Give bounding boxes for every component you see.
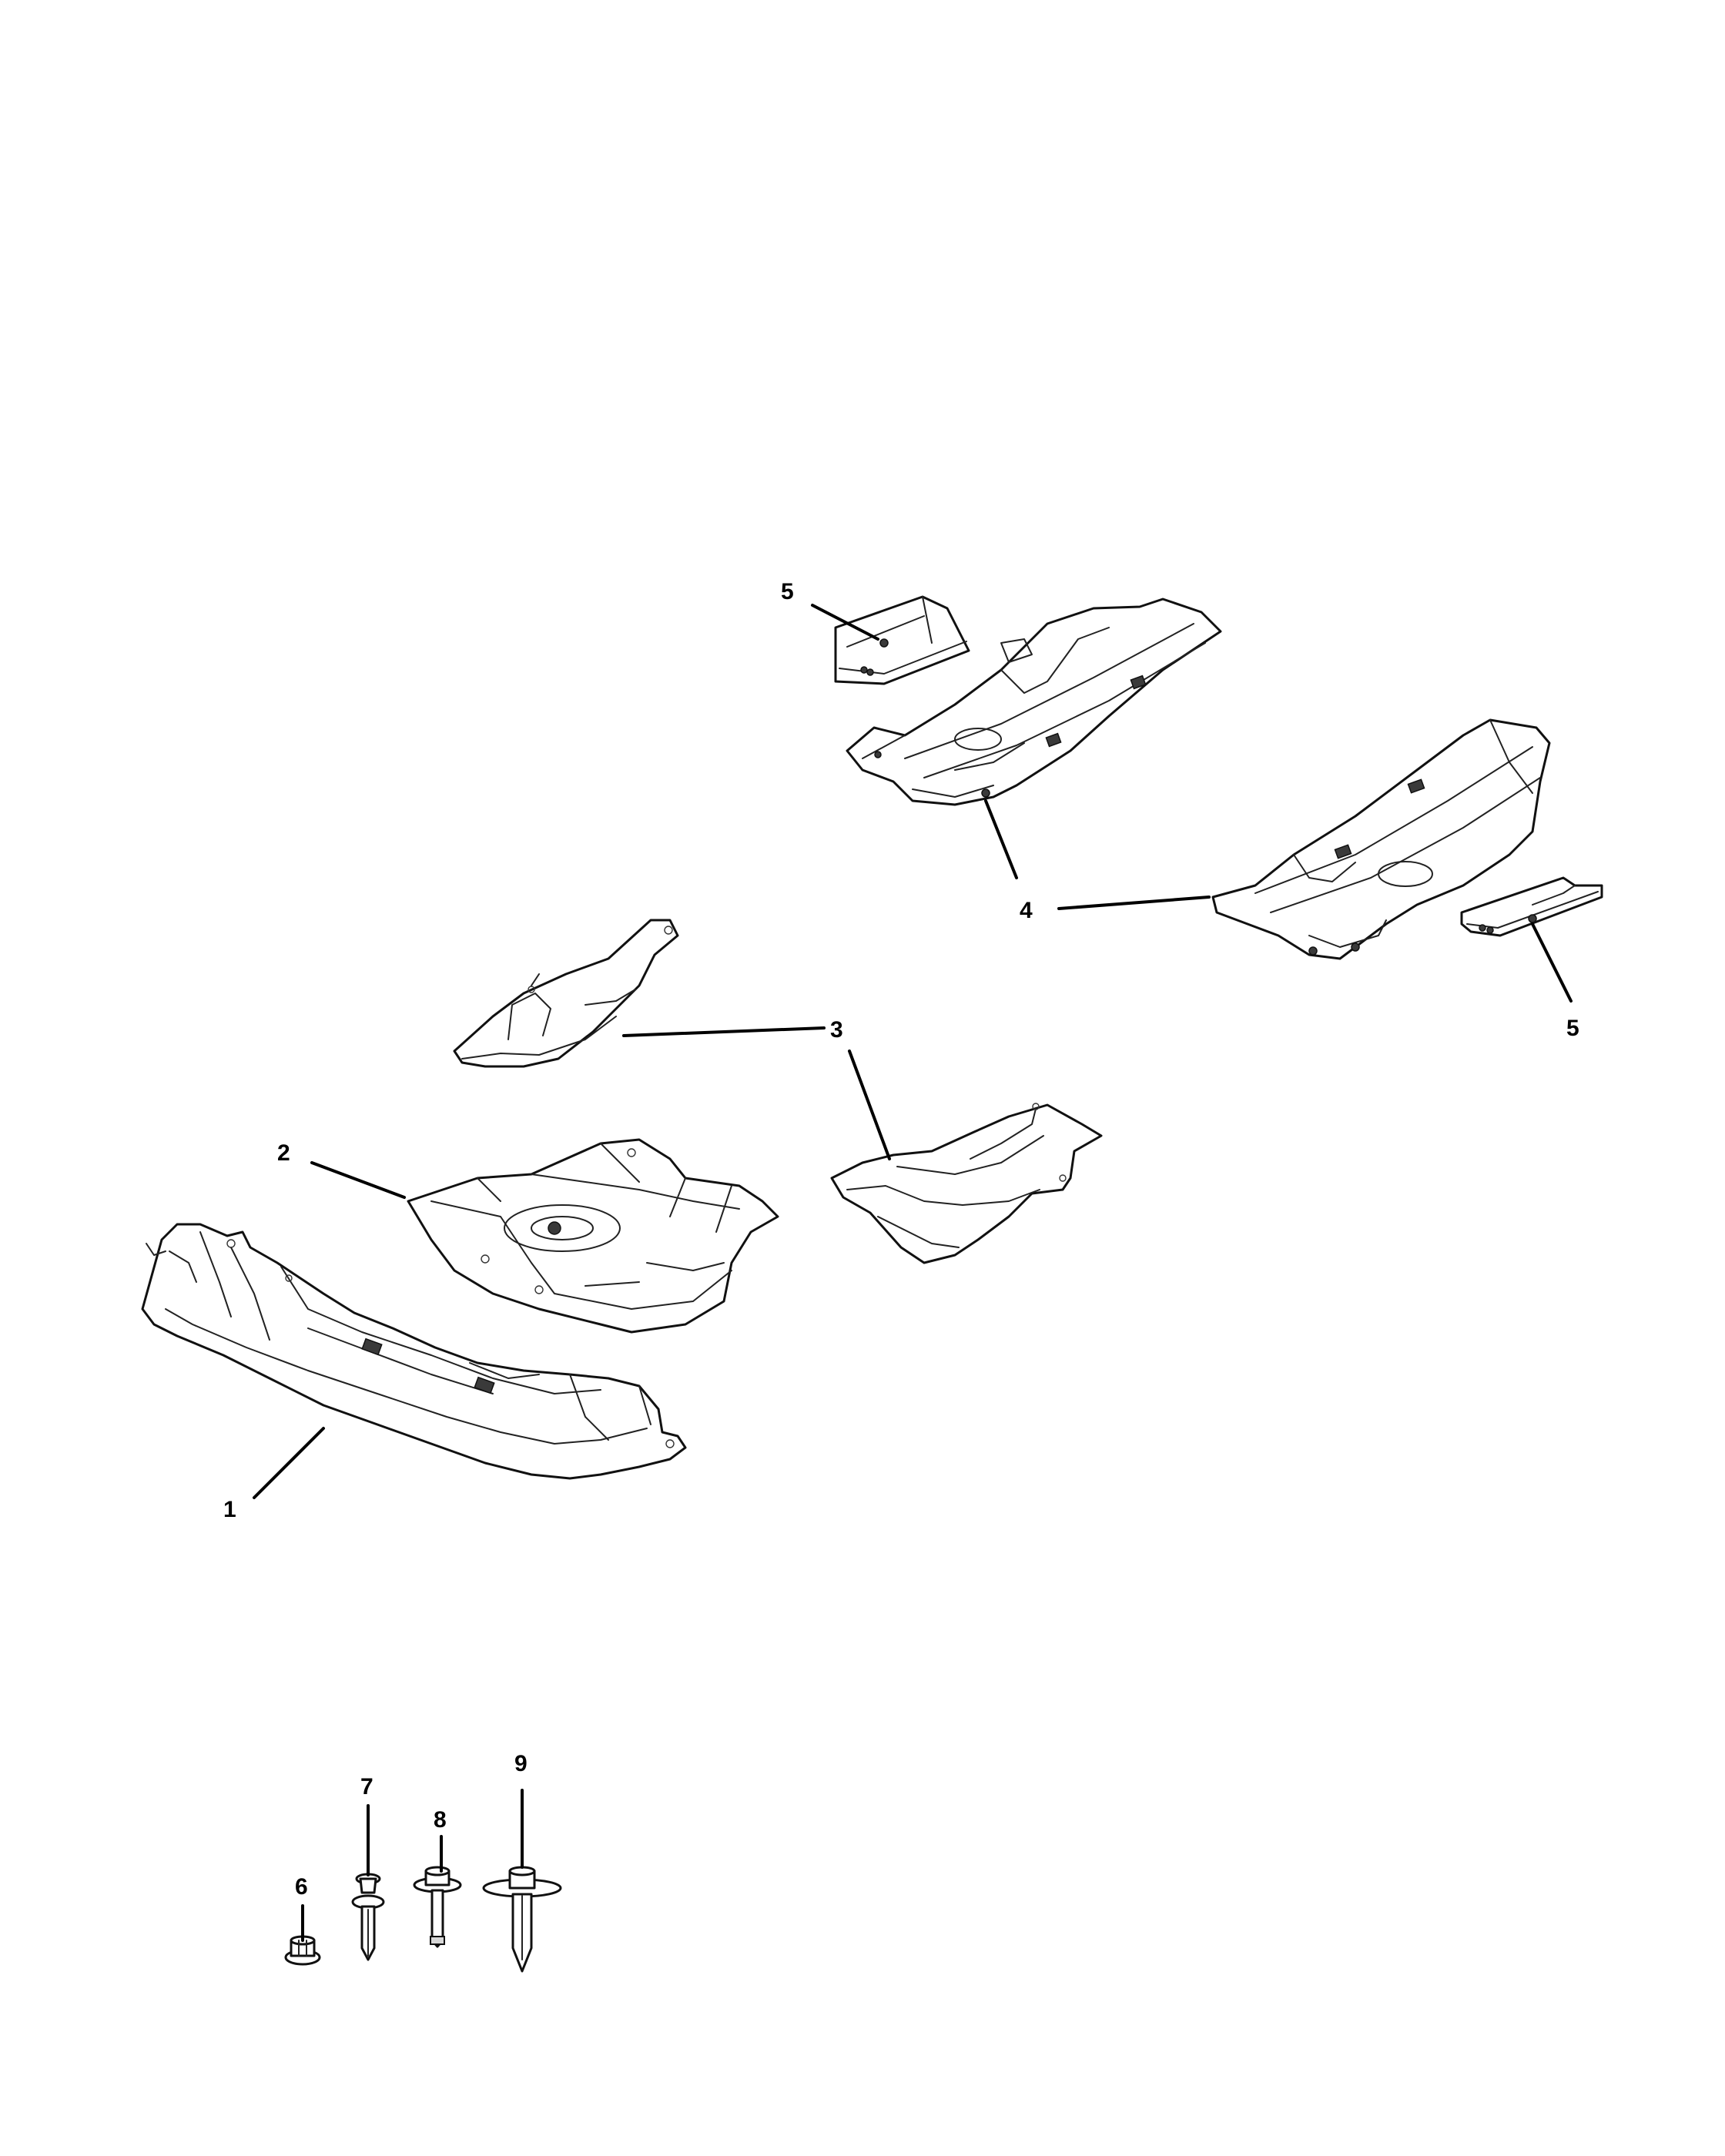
callout-labels: 5 4 5 3 2 1 6 7 8 9 xyxy=(223,579,1579,1900)
leader-4-upper xyxy=(984,799,1018,879)
part-5-top-shield xyxy=(834,595,970,685)
callout-4: 4 xyxy=(1020,898,1033,923)
part-7-push-clip xyxy=(351,1873,385,1961)
leader-3-right xyxy=(848,1050,891,1160)
leader-lines xyxy=(253,604,1573,1942)
part-9-screw xyxy=(482,1866,562,1973)
callout-5-right: 5 xyxy=(1566,1016,1579,1041)
part-5-right-shield xyxy=(1460,876,1603,937)
part-3-left-shield xyxy=(453,919,679,1068)
leader-4-right xyxy=(1057,896,1211,910)
leader-3-left xyxy=(622,1026,826,1037)
leader-2 xyxy=(310,1161,406,1199)
callout-1: 1 xyxy=(223,1497,236,1522)
leader-1 xyxy=(253,1427,325,1499)
part-4-upper-shield xyxy=(846,598,1222,806)
callout-7: 7 xyxy=(360,1774,373,1799)
callout-9: 9 xyxy=(514,1751,528,1776)
callout-3-left: 3 xyxy=(830,1017,843,1043)
part-3-right-shield xyxy=(830,1103,1103,1264)
part-1-front-shield xyxy=(141,1223,687,1480)
callout-8: 8 xyxy=(434,1807,447,1833)
callout-5-top: 5 xyxy=(781,579,794,604)
part-2-center-shield xyxy=(407,1138,779,1334)
callout-6: 6 xyxy=(295,1874,308,1900)
callout-2: 2 xyxy=(277,1140,290,1166)
leader-5-right xyxy=(1531,922,1573,1003)
part-4-right-shield xyxy=(1211,718,1551,960)
leader-5-top xyxy=(811,604,879,641)
part-8-bolt xyxy=(413,1866,462,1948)
